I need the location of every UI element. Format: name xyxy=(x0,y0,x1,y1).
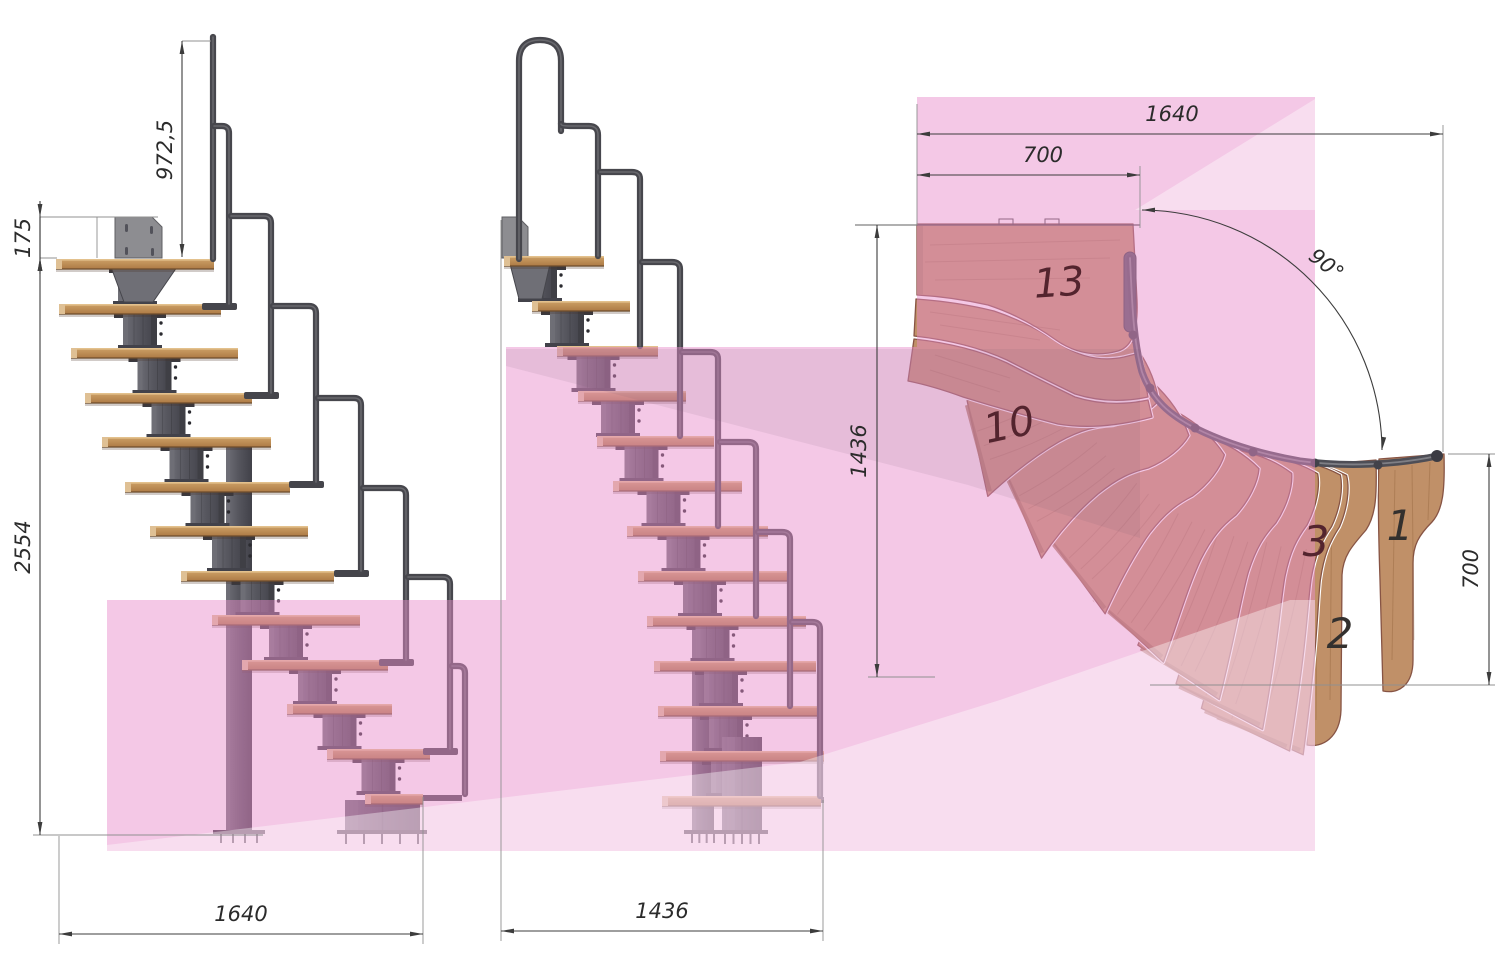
tread xyxy=(638,571,790,581)
tread xyxy=(102,437,271,447)
tread xyxy=(662,796,821,806)
tread xyxy=(627,526,768,536)
handrail-tube xyxy=(596,168,644,350)
handrail-side-view-middle xyxy=(515,36,824,800)
handrail-tube xyxy=(359,484,410,664)
handrail-tube xyxy=(754,528,794,710)
stair-top-view xyxy=(855,218,1446,757)
dimension-dim-1436-mid: 1436 xyxy=(500,220,824,941)
plan-tread-11 xyxy=(907,338,1153,427)
stair-side-view-middle xyxy=(501,36,824,844)
dimension-label-dim-700-top: 700 xyxy=(1023,143,1063,167)
handrail-tube xyxy=(269,302,320,486)
handrail-tube xyxy=(716,438,760,620)
dimension-label-dim-175: 175 xyxy=(11,218,35,258)
tread xyxy=(613,481,742,491)
tread xyxy=(181,571,334,581)
dimension-label-dim-2554: 2554 xyxy=(11,520,35,573)
tread xyxy=(59,304,221,314)
stair-side-view-left xyxy=(56,33,469,844)
tread xyxy=(56,259,214,269)
tread xyxy=(327,749,430,759)
dimension-label-dim-700-right: 700 xyxy=(1459,549,1483,589)
step-number-2: 2 xyxy=(1327,609,1354,658)
tread xyxy=(647,616,806,626)
dimension-dim-700-top: 700 xyxy=(917,143,1141,228)
dimension-label-dim-1640-top: 1640 xyxy=(1145,102,1198,126)
tread xyxy=(365,794,423,804)
dimension-label-dim-1640-left: 1640 xyxy=(214,902,267,926)
treads-side-view-middle xyxy=(504,255,824,809)
dimension-dim-1640-left: 1640 xyxy=(58,797,424,944)
treads-side-view-left xyxy=(56,258,430,807)
tread xyxy=(125,482,290,492)
pink-overlay xyxy=(107,97,1315,851)
tread xyxy=(504,256,604,266)
handrail-tube xyxy=(210,122,233,308)
handrail-tube xyxy=(314,394,365,575)
dimension-dim-1640-top: 1640 xyxy=(916,102,1444,452)
step-number-10: 10 xyxy=(980,397,1039,453)
handrail-tube xyxy=(788,618,824,800)
step-number-3: 3 xyxy=(1303,517,1330,566)
handrail-tube xyxy=(404,573,454,753)
tread xyxy=(597,436,714,446)
tread xyxy=(71,348,238,358)
tread xyxy=(287,704,392,714)
tread xyxy=(654,661,816,671)
handrail-tube xyxy=(515,36,565,263)
step-number-1: 1 xyxy=(1387,501,1414,550)
handrail-tube xyxy=(557,120,602,260)
tread xyxy=(85,393,252,403)
handrail-tube xyxy=(678,348,722,530)
dimension-label-dim-1436-mid: 1436 xyxy=(635,899,688,923)
step-number-labels: 13 10 3 1 2 xyxy=(980,258,1414,658)
dimension-label-dim-1436-top: 1436 xyxy=(847,424,871,477)
tread xyxy=(532,301,630,311)
tread xyxy=(150,526,308,536)
handrail-tube xyxy=(227,212,275,397)
handrail-tube xyxy=(448,662,469,798)
tread xyxy=(242,660,388,670)
tread xyxy=(212,615,360,625)
dimension-dim-175: 175 xyxy=(11,201,158,274)
dimension-dim-2554: 2554 xyxy=(11,258,263,836)
plan-tread-12 xyxy=(913,298,1149,402)
tread xyxy=(658,706,822,716)
plan-tread-1 xyxy=(1377,453,1445,693)
tread xyxy=(578,391,686,401)
tread xyxy=(557,346,658,356)
dimension-dim-700-right: 700 xyxy=(1150,453,1495,686)
step-number-13: 13 xyxy=(1032,258,1086,307)
handrail-side-view-left xyxy=(209,33,469,798)
dimension-label-dim-972-5: 972,5 xyxy=(153,120,177,180)
dimension-dim-972-5: 972,5 xyxy=(153,40,211,257)
handrail-tube xyxy=(638,258,684,440)
dimension-dim-1436-top: 1436 xyxy=(847,224,935,678)
tread xyxy=(660,751,824,761)
